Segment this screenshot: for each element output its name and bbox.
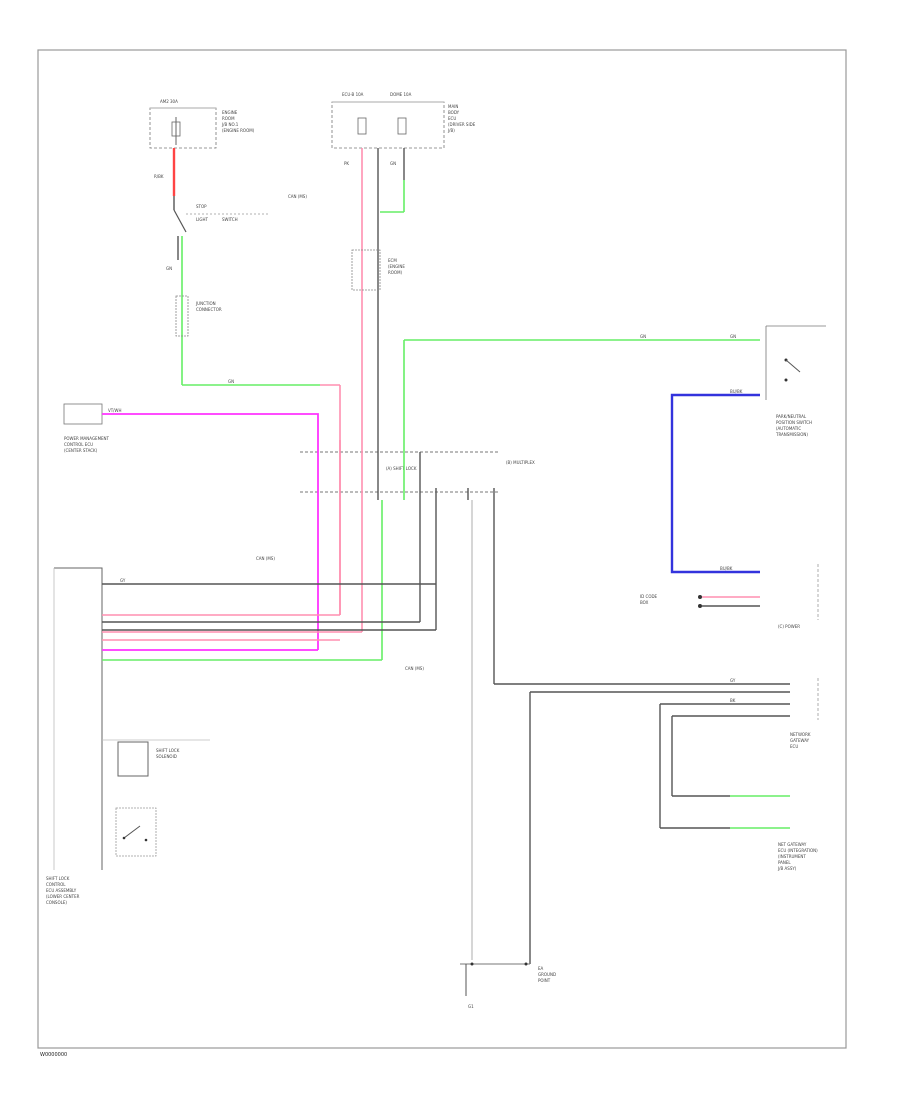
central-connector: (B) MULTIPLEX (A) SHIFT LOCK — [300, 451, 535, 493]
wire-code-blue-2: BU/BK — [720, 566, 733, 571]
immobilizer-box: ID CODE BOX (C) POWER — [640, 564, 819, 629]
wire-code-green-4: GN — [640, 334, 646, 339]
ground-label-3: POINT — [538, 978, 551, 983]
slc-label-1: SHIFT LOCK — [46, 876, 70, 881]
jb-label-4: (ENGINE ROOM) — [222, 128, 255, 133]
wire-code-magenta-1: VT/WH — [108, 408, 122, 413]
sub-ecu-label-3: (INSTRUMENT — [778, 854, 806, 859]
stop-switch-label-3: SWITCH — [222, 217, 238, 222]
immo-label-2: BOX — [640, 600, 649, 605]
sub-ecu-label-1: NET GATEWAY — [778, 842, 807, 847]
key-interlock — [115, 807, 157, 857]
net-ecu-label-2: GATEWAY — [790, 738, 810, 743]
ecu-box-label-1: ECM — [388, 258, 397, 263]
note-ref-c: (C) POWER — [778, 624, 800, 629]
body-ecu-fuse-2: DOME 10A — [390, 92, 412, 97]
body-ecu-label-3: ECU — [448, 116, 456, 121]
body-ecu-label-5: J/B) — [447, 128, 455, 133]
note-can: CAN (MS) — [288, 194, 307, 199]
slc-label-4: (LOWER CENTER — [46, 894, 80, 899]
wire-code-pink-1: PK — [344, 161, 349, 166]
wire-code-blue-1: BU/BK — [730, 389, 743, 394]
jb-label-1: ENGINE — [222, 110, 238, 115]
ground-point: EA GROUND POINT G1 — [460, 962, 556, 1009]
note-ref-b: (B) MULTIPLEX — [506, 460, 535, 465]
junction-label-2: CONNECTOR — [196, 307, 222, 312]
pm-ecu-label-3: (CENTER STACK) — [64, 448, 98, 453]
stop-switch-label-1: STOP — [196, 204, 207, 209]
wire-code-green-5: GN — [730, 334, 736, 339]
sls-label-2: SOLENOID — [156, 754, 177, 759]
ground-tag: G1 — [468, 1004, 474, 1009]
body-ecu-label-4: (DRIVER SIDE — [448, 122, 476, 127]
pn-switch-label-1: PARK/NEUTRAL — [776, 414, 807, 419]
jb-fuse-label: AM2 30A — [160, 99, 178, 104]
sls-label-1: SHIFT LOCK — [156, 748, 180, 753]
ecu-box-label-3: ROOM) — [388, 270, 403, 275]
pn-switch-label-2: POSITION SWITCH — [776, 420, 812, 425]
diagram-frame — [37, 49, 847, 1049]
shift-lock-controller: SHIFT LOCK CONTROL ECU ASSEMBLY (LOWER C… — [46, 567, 103, 905]
wire-code-gray-2: GY — [730, 678, 736, 683]
net-ecu: NETWORK GATEWAY ECU — [790, 678, 819, 749]
immo-label-1: ID CODE — [640, 594, 658, 599]
pn-switch-label-3: (AUTOMATIC — [776, 426, 801, 431]
slc-label-2: CONTROL — [46, 882, 66, 887]
shift-lock-solenoid: SHIFT LOCK SOLENOID — [102, 739, 210, 777]
body-ecu-fuse-1: ECU-B 10A — [342, 92, 364, 97]
pn-switch-label-4: TRANSMISSION) — [775, 432, 808, 437]
pm-ecu-label-2: CONTROL ECU — [64, 442, 93, 447]
ground-label-1: EA — [538, 966, 544, 971]
wire-code-green-3: GN — [390, 161, 396, 166]
junction-connector-upper: JUNCTION CONNECTOR — [175, 295, 222, 337]
slc-label-5: CONSOLE) — [46, 900, 67, 905]
wire-code-green-2: GN — [228, 379, 234, 384]
ecu-box: ECM (ENGINE ROOM) — [351, 249, 405, 291]
wire-code-green-1: GN — [166, 266, 172, 271]
ground-label-2: GROUND — [538, 972, 556, 977]
wire-code-black-1: BK — [730, 698, 736, 703]
junction-label-1: JUNCTION — [195, 301, 216, 306]
wire-code-red: R/BK — [154, 174, 164, 179]
note-can-2: CAN (MS) — [256, 556, 275, 561]
body-ecu-label-2: BODY — [448, 110, 460, 115]
net-ecu-label-1: NETWORK — [790, 732, 811, 737]
sub-ecu-label-5: J/B ASSY) — [777, 866, 797, 871]
park-neutral-switch: PARK/NEUTRAL POSITION SWITCH (AUTOMATIC … — [765, 325, 826, 437]
note-ref-a: (A) SHIFT LOCK — [386, 466, 417, 471]
body-ecu-label-1: MAIN — [448, 104, 458, 109]
power-management-ecu: POWER MANAGEMENT CONTROL ECU (CENTER STA… — [63, 403, 110, 453]
slc-label-3: ECU ASSEMBLY — [46, 888, 77, 893]
main-body-ecu: ECU-B 10A DOME 10A MAIN BODY ECU (DRIVER… — [331, 92, 476, 149]
sub-ecu-label-4: PANEL — [778, 860, 791, 865]
sub-ecu: NET GATEWAY ECU (INTEGRATION) (INSTRUMEN… — [777, 842, 818, 871]
stop-switch-label-2: LIGHT — [196, 217, 209, 222]
jb-label-3: J/B NO.1 — [221, 122, 239, 127]
net-ecu-label-3: ECU — [790, 744, 798, 749]
wire-code-gray-1: GY — [120, 578, 126, 583]
engine-room-jb: AM2 30A ENGINE ROOM J/B NO.1 (ENGINE ROO… — [149, 99, 255, 149]
note-can-3: CAN (MS) — [405, 666, 424, 671]
sub-ecu-label-2: ECU (INTEGRATION) — [778, 848, 818, 853]
pm-ecu-label-1: POWER MANAGEMENT — [64, 436, 110, 441]
jb-label-2: ROOM — [222, 116, 235, 121]
ecu-box-label-2: (ENGINE — [388, 264, 405, 269]
footer-code: W0000000 — [40, 1052, 67, 1058]
stop-light-switch: STOP LIGHT SWITCH — [173, 204, 270, 233]
